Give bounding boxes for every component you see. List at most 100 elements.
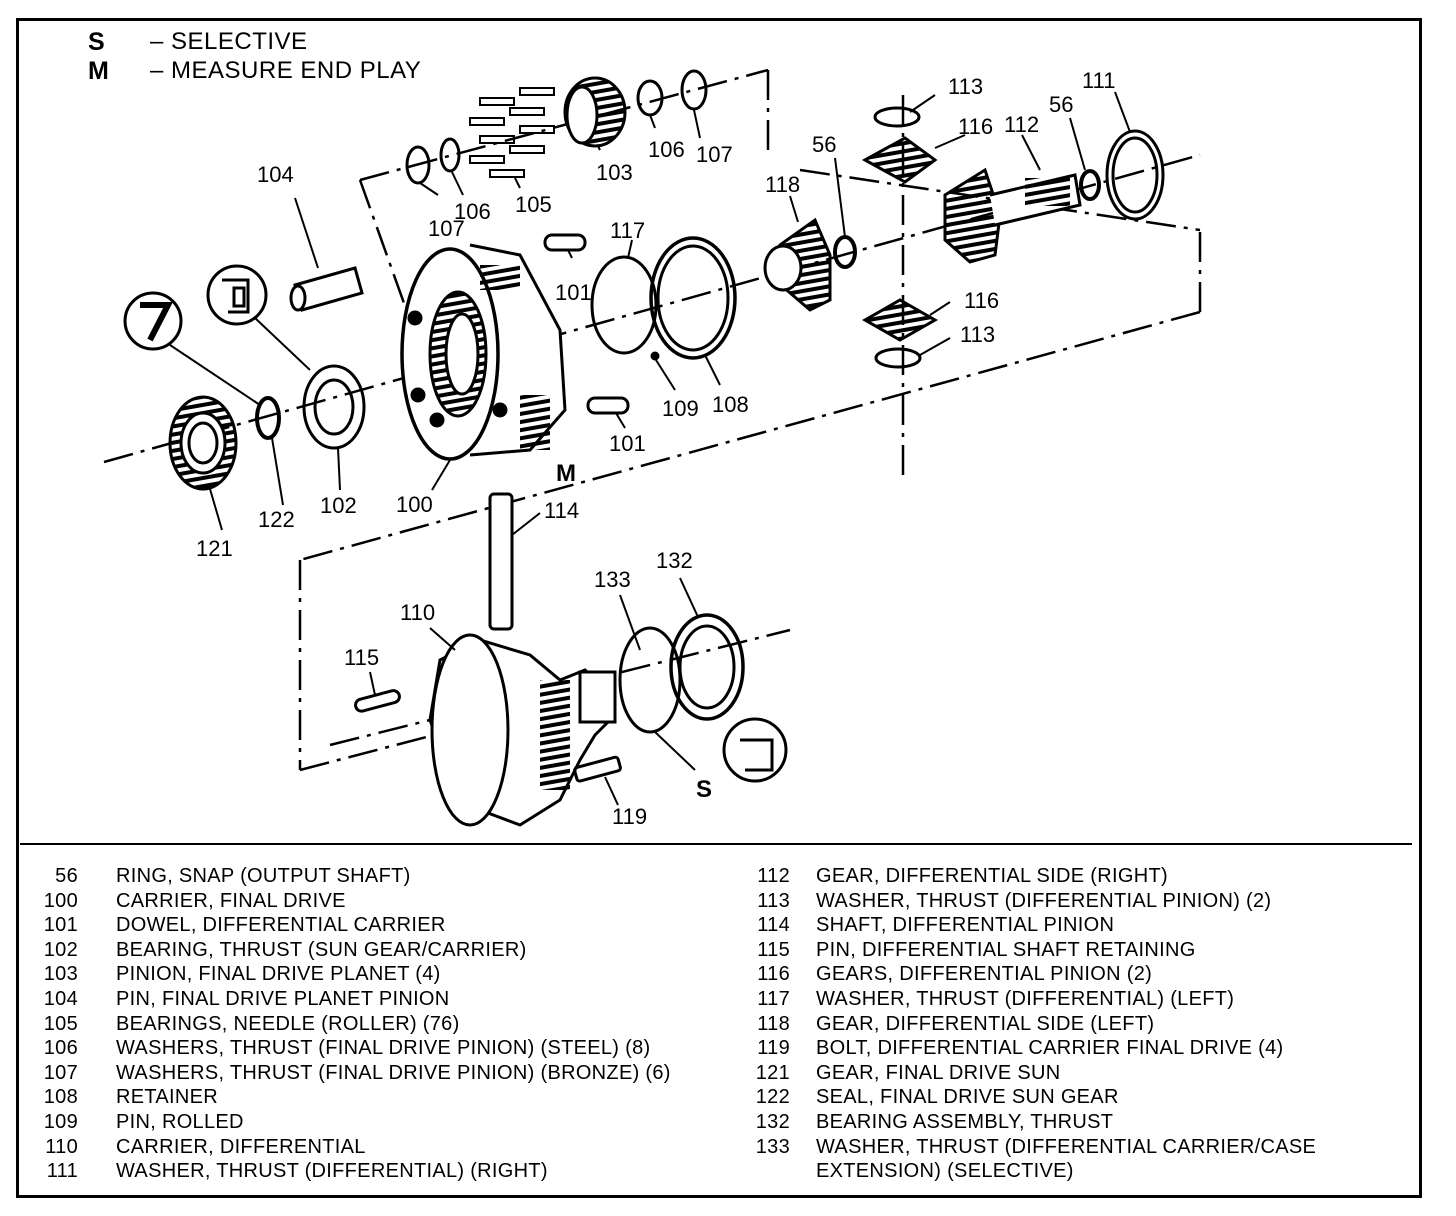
pinion-washer-113-top (873, 106, 921, 128)
pinion-gear-116-bottom (861, 298, 939, 342)
legend-item: 119 BOLT, DIFFERENTIAL CARRIER FINAL DRIV… (740, 1036, 1316, 1061)
legend-description-text: BEARING ASSEMBLY, THRUST (816, 1110, 1114, 1133)
legend-part-number: 111 (46, 1160, 78, 1183)
pinion-washer-113-bottom (874, 347, 922, 369)
exploded-view-diagram: 113 111 56 116 112 56 118 103 106 107 10… (103, 68, 1202, 829)
callout-116-top: 116 (958, 114, 993, 139)
legend-part-number: 118 (757, 1012, 790, 1035)
callout-132: 132 (656, 548, 693, 573)
legend-part-description: BOLT, DIFFERENTIAL CARRIER FINAL DRIVE (… (816, 1036, 1283, 1061)
legend-part-description: CARRIER, FINAL DRIVE (116, 889, 346, 914)
callout-106-right: 106 (648, 137, 685, 162)
callout-133: 133 (594, 567, 631, 592)
legend-part-description: SHAFT, DIFFERENTIAL PINION (816, 913, 1114, 938)
callout-121: 121 (196, 536, 233, 561)
legend-part-description: WASHERS, THRUST (FINAL DRIVE PINION) (ST… (116, 1036, 650, 1061)
callout-119: 119 (612, 804, 647, 829)
legend-part-description: RETAINER (116, 1085, 218, 1110)
legend-description-text: PIN, ROLLED (116, 1110, 244, 1133)
thrust-bearing-132 (669, 613, 745, 721)
final-drive-carrier-100 (400, 243, 567, 461)
legend-description-text: WASHER, THRUST (DIFFERENTIAL PINION) (2) (816, 889, 1272, 912)
legend-item: 122 SEAL, FINAL DRIVE SUN GEAR (740, 1085, 1316, 1110)
legend-description-text: WASHER, THRUST (DIFFERENTIAL CARRIER/CAS… (816, 1135, 1317, 1158)
washer-107-right (680, 69, 708, 111)
callout-104: 104 (257, 162, 294, 187)
legend-part-description: PINION, FINAL DRIVE PLANET (4) (116, 962, 441, 987)
retainer-108 (649, 236, 737, 360)
callout-114: 114 (544, 498, 579, 523)
legend-part-description: GEAR, FINAL DRIVE SUN (816, 1061, 1061, 1086)
legend-part-number: 117 (757, 987, 790, 1010)
legend-part-number: 109 (43, 1110, 78, 1133)
legend-item: 113 WASHER, THRUST (DIFFERENTIAL PINION) … (740, 889, 1316, 914)
snap-ring-56-right (1079, 169, 1101, 201)
key-selective-text: – SELECTIVE (150, 28, 308, 55)
rolled-pin-109 (650, 351, 660, 361)
leader-lines (169, 91, 1131, 806)
callout-56-left: 56 (812, 132, 836, 157)
legend-part-number: 101 (43, 914, 78, 937)
key-measure-text: – MEASURE END PLAY (150, 57, 422, 84)
legend-item: 100 CARRIER, FINAL DRIVE (20, 889, 671, 914)
legend-description-text: CARRIER, FINAL DRIVE (116, 889, 346, 912)
legend-part-description: PIN, DIFFERENTIAL SHAFT RETAINING (816, 938, 1196, 963)
legend-part-description: GEAR, DIFFERENTIAL SIDE (LEFT) (816, 1012, 1154, 1037)
dowel-101-lower (586, 396, 630, 415)
callout-113-top: 113 (948, 74, 983, 99)
legend-part-number: 113 (757, 889, 790, 912)
legend-part-number: 121 (755, 1061, 790, 1084)
legend-part-number: 56 (55, 865, 78, 887)
thrust-washer-111 (1105, 129, 1165, 221)
legend-part-number: 133 (755, 1135, 790, 1158)
legend-part-description: WASHER, THRUST (DIFFERENTIAL PINION) (2) (816, 889, 1271, 914)
callout-122: 122 (258, 507, 295, 532)
washer-106-right (636, 79, 664, 117)
callout-107-right: 107 (696, 142, 733, 167)
legend-description-text: CARRIER, DIFFERENTIAL (116, 1135, 366, 1158)
legend-part-description: RING, SNAP (OUTPUT SHAFT) (116, 864, 411, 889)
legend-part-number: 119 (757, 1037, 790, 1060)
side-gear-118 (763, 217, 832, 312)
legend-description-text: RETAINER (116, 1086, 219, 1109)
callout-115: 115 (344, 645, 379, 670)
callout-m-mark: M (556, 460, 576, 487)
legend-description-text: GEAR, DIFFERENTIAL SIDE (RIGHT) (816, 865, 1168, 887)
legend-part-description: BEARINGS, NEEDLE (ROLLER) (76) (116, 1012, 460, 1037)
washer-106-left (439, 137, 461, 173)
legend-part-number: 122 (755, 1086, 790, 1109)
legend-part-number: 100 (43, 889, 78, 912)
legend-part-description: DOWEL, DIFFERENTIAL CARRIER (116, 913, 446, 938)
legend-part-number: 114 (757, 914, 790, 937)
legend-part-description: SEAL, FINAL DRIVE SUN GEAR (816, 1085, 1119, 1110)
legend-divider (20, 843, 1412, 845)
legend-part-description: WASHER, THRUST (DIFFERENTIAL) (RIGHT) (116, 1159, 548, 1184)
callout-111: 111 (1082, 68, 1115, 93)
legend-item: 133 WASHER, THRUST (DIFFERENTIAL CARRIER/… (740, 1135, 1316, 1184)
legend-description-text: WASHERS, THRUST (FINAL DRIVE PINION) (ST… (116, 1037, 651, 1060)
parts-legend-left: 56 RING, SNAP (OUTPUT SHAFT) 100 CARRIER, F… (20, 864, 671, 1184)
legend-part-description: WASHER, THRUST (DIFFERENTIAL CARRIER/CAS… (816, 1135, 1316, 1184)
callout-103: 103 (596, 160, 633, 185)
legend-item: 109 PIN, ROLLED (20, 1110, 671, 1135)
legend-part-number: 102 (43, 938, 78, 961)
pinion-shaft-114 (488, 492, 514, 631)
tool-icon-7 (123, 291, 183, 351)
legend-description-text: WASHER, THRUST (DIFFERENTIAL) (LEFT) (816, 987, 1235, 1010)
legend-description-text: SHAFT, DIFFERENTIAL PINION (816, 914, 1115, 937)
callout-107-left: 107 (428, 216, 465, 241)
callout-109: 109 (662, 396, 699, 421)
legend-part-description: GEAR, DIFFERENTIAL SIDE (RIGHT) (816, 864, 1168, 889)
legend-part-description: CARRIER, DIFFERENTIAL (116, 1135, 366, 1160)
legend-item: 117 WASHER, THRUST (DIFFERENTIAL) (LEFT) (740, 987, 1316, 1012)
legend-part-number: 116 (757, 963, 790, 986)
legend-item: 118 GEAR, DIFFERENTIAL SIDE (LEFT) (740, 1012, 1316, 1037)
legend-item: 108 RETAINER (20, 1085, 671, 1110)
legend-part-number: 108 (43, 1086, 78, 1109)
bolt-119 (573, 755, 622, 783)
